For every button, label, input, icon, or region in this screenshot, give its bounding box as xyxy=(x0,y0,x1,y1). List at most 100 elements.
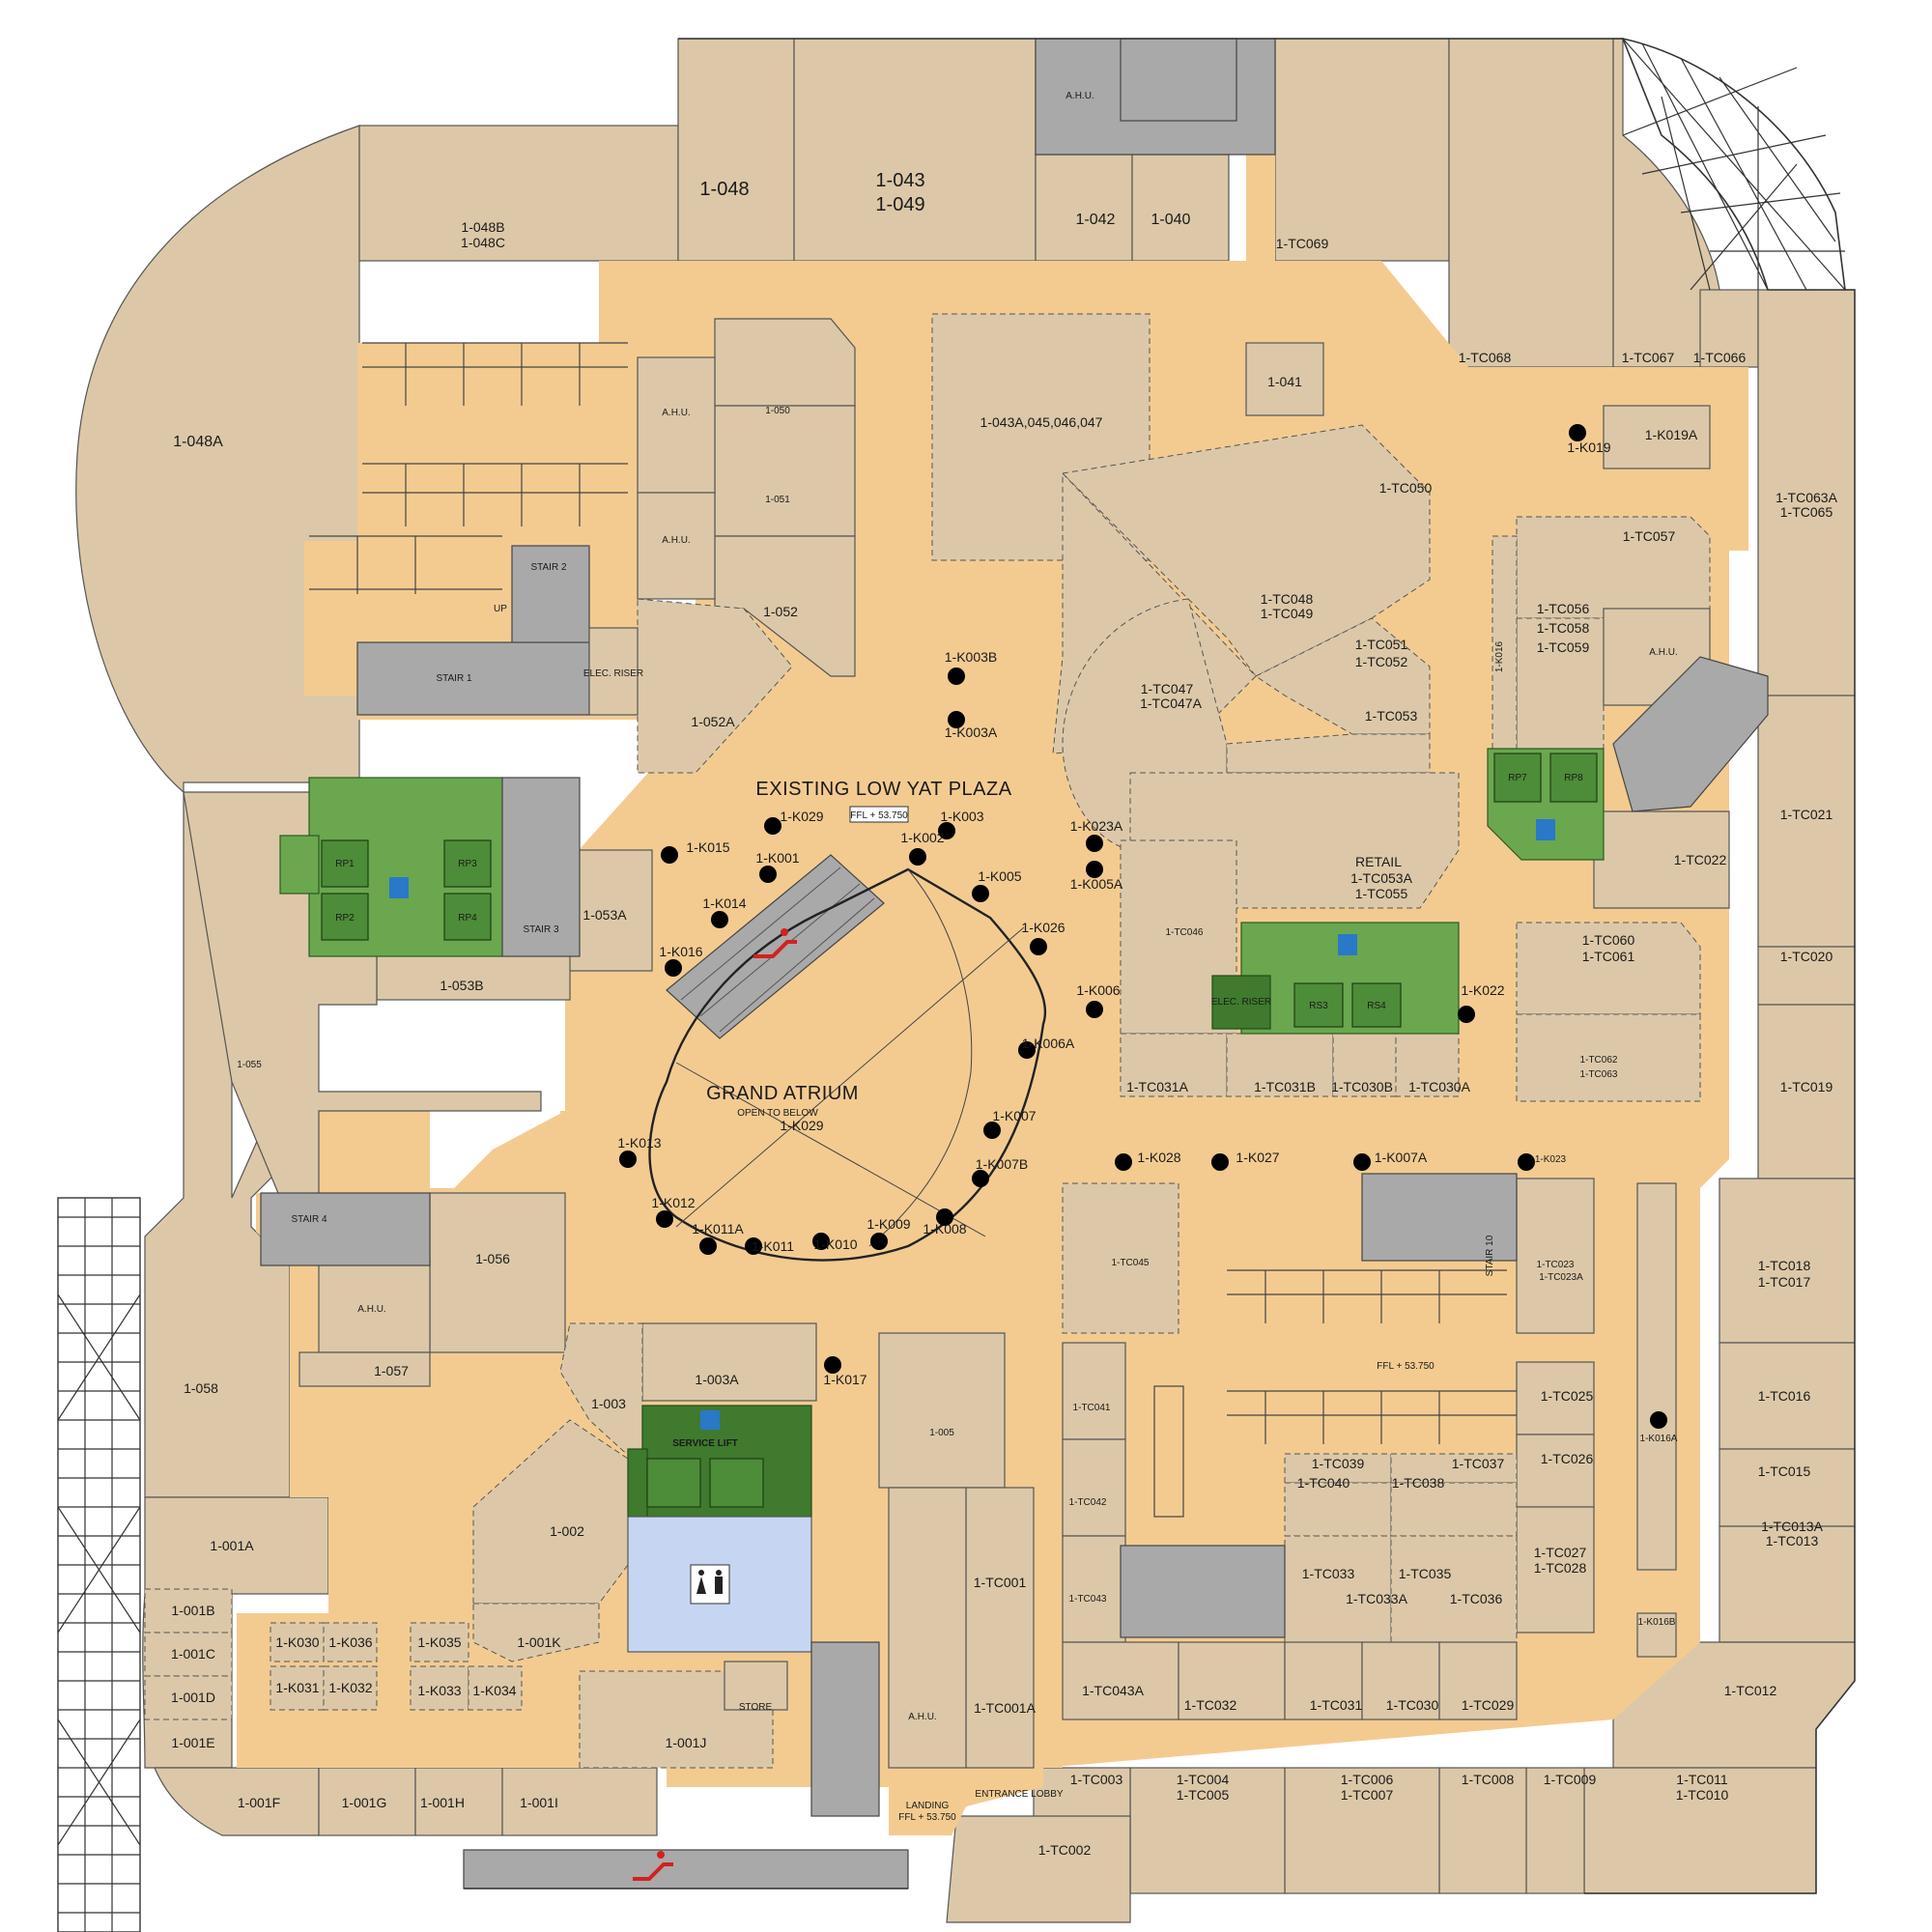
unit-1tc020-shape[interactable] xyxy=(1757,946,1856,1006)
unit-k031-shape[interactable] xyxy=(270,1665,325,1711)
unit-1tc063a-shape[interactable] xyxy=(1757,289,1856,696)
unit-ahu-s-shape[interactable] xyxy=(888,1487,967,1769)
unit-1tc033-shape[interactable] xyxy=(1284,1535,1392,1643)
unit-1tc022-shape[interactable] xyxy=(1593,810,1730,909)
unit-1tc021-shape[interactable] xyxy=(1757,695,1856,948)
unit-1tc001-shape[interactable] xyxy=(965,1487,1035,1769)
unit-1058-shape[interactable] xyxy=(144,791,300,1498)
unit-1052a-shape[interactable] xyxy=(637,598,793,774)
kiosk-dot-k003a[interactable] xyxy=(948,711,965,728)
kiosk-dot-k029top[interactable] xyxy=(764,817,781,835)
unit-1tc037-shape[interactable] xyxy=(1390,1453,1518,1484)
unit-1001d-shape[interactable] xyxy=(144,1675,233,1720)
unit-1048a-shape[interactable] xyxy=(75,125,360,794)
unit-1001i-shape[interactable] xyxy=(501,1767,658,1836)
unit-1005-shape[interactable] xyxy=(878,1332,1006,1489)
unit-1050-shape[interactable] xyxy=(714,318,856,407)
unit-1tc032-shape[interactable] xyxy=(1178,1641,1286,1720)
unit-ahu-w1-shape[interactable] xyxy=(637,356,716,494)
unit-1051-shape[interactable] xyxy=(714,405,856,537)
unit-1tc030b-shape[interactable] xyxy=(1332,1033,1397,1097)
kiosk-dot-k028[interactable] xyxy=(1115,1153,1132,1171)
kiosk-dot-k005[interactable] xyxy=(972,885,989,902)
kiosk-dot-k007b[interactable] xyxy=(972,1170,989,1187)
unit-1tc041-shape[interactable] xyxy=(1062,1342,1126,1440)
unit-1001g-shape[interactable] xyxy=(318,1767,416,1836)
kiosk-dot-k001[interactable] xyxy=(759,866,777,883)
unit-1tc026-shape[interactable] xyxy=(1516,1434,1595,1508)
unit-1tc056-shape[interactable] xyxy=(1516,617,1605,764)
unit-1tc031a-shape[interactable] xyxy=(1120,1033,1228,1097)
unit-k016b-shape[interactable] xyxy=(1636,1612,1677,1658)
unit-1tc066-shape[interactable] xyxy=(1699,289,1759,368)
unit-1tc002-shape[interactable] xyxy=(946,1815,1131,1923)
unit-1tc004-shape[interactable] xyxy=(1129,1767,1286,1894)
unit-1048b-shape[interactable] xyxy=(358,125,679,262)
unit-1048-shape[interactable] xyxy=(677,38,795,262)
kiosk-dot-k005a[interactable] xyxy=(1086,861,1103,878)
kiosk-dot-k019[interactable] xyxy=(1569,424,1586,441)
kiosk-dot-k003[interactable] xyxy=(938,822,955,839)
kiosk-dot-k010[interactable] xyxy=(812,1233,830,1250)
unit-1tc016-shape[interactable] xyxy=(1719,1342,1856,1450)
unit-1tc015-shape[interactable] xyxy=(1719,1448,1856,1527)
kiosk-dot-k011a[interactable] xyxy=(699,1237,717,1255)
unit-1tc011-shape[interactable] xyxy=(1583,1767,1817,1894)
unit-k016a-shape[interactable] xyxy=(1636,1182,1677,1571)
unit-1tc040-shape[interactable] xyxy=(1284,1482,1392,1537)
unit-ahu-sw-shape[interactable] xyxy=(318,1260,431,1353)
unit-1056-shape[interactable] xyxy=(429,1192,566,1353)
unit-1tc039-shape[interactable] xyxy=(1284,1453,1392,1484)
unit-k019a-shape[interactable] xyxy=(1603,405,1711,469)
unit-k036-shape[interactable] xyxy=(323,1622,378,1662)
unit-1tc069-shape[interactable] xyxy=(1274,38,1450,262)
unit-1tc013a-shape[interactable] xyxy=(1719,1525,1856,1643)
unit-1tc027-shape[interactable] xyxy=(1516,1506,1595,1634)
unit-k032-shape[interactable] xyxy=(323,1665,378,1711)
kiosk-dot-k008[interactable] xyxy=(936,1208,953,1226)
kiosk-dot-k022[interactable] xyxy=(1458,1006,1475,1023)
unit-1tc008-shape[interactable] xyxy=(1438,1767,1527,1894)
unit-1tc030a-shape[interactable] xyxy=(1395,1033,1460,1097)
kiosk-dot-k007[interactable] xyxy=(983,1122,1001,1139)
kiosk-dot-k012[interactable] xyxy=(656,1210,673,1228)
unit-k033-shape[interactable] xyxy=(410,1665,469,1711)
unit-1042-shape[interactable] xyxy=(1035,154,1133,262)
unit-k034-shape[interactable] xyxy=(468,1665,523,1711)
kiosk-dot-k002[interactable] xyxy=(909,848,926,866)
unit-1tc062-shape[interactable] xyxy=(1516,1013,1701,1102)
unit-1tc043a-shape[interactable] xyxy=(1062,1641,1179,1720)
unit-1tc029-shape[interactable] xyxy=(1438,1641,1518,1720)
kiosk-dot-k027[interactable] xyxy=(1211,1153,1229,1171)
kiosk-dot-k013[interactable] xyxy=(619,1151,637,1168)
unit-1tc042-shape[interactable] xyxy=(1062,1438,1126,1537)
unit-1003a-shape[interactable] xyxy=(641,1322,817,1402)
kiosk-dot-k016a[interactable] xyxy=(1650,1411,1667,1429)
unit-1041-shape[interactable] xyxy=(1245,342,1324,416)
unit-1tc068-shape[interactable] xyxy=(1448,38,1614,368)
unit-store-shape[interactable] xyxy=(724,1661,788,1711)
unit-1043-shape[interactable] xyxy=(793,38,1037,262)
kiosk-dot-k006a[interactable] xyxy=(1018,1041,1036,1059)
unit-1tc043-shape[interactable] xyxy=(1062,1535,1126,1643)
unit-k035-shape[interactable] xyxy=(410,1622,469,1662)
unit-1tc053-shape[interactable] xyxy=(1226,733,1431,774)
kiosk-dot-k016[interactable] xyxy=(665,959,682,977)
unit-k016v-shape[interactable] xyxy=(1492,535,1518,750)
kiosk-dot-k009[interactable] xyxy=(870,1233,888,1250)
unit-1tc050-shape[interactable] xyxy=(1061,424,1431,677)
unit-ahu-w2-shape[interactable] xyxy=(637,492,716,600)
unit-1tc045-shape[interactable] xyxy=(1062,1182,1179,1334)
kiosk-dot-k017[interactable] xyxy=(824,1356,841,1374)
unit-1tc060-shape[interactable] xyxy=(1516,922,1701,1015)
unit-1tc023-shape[interactable] xyxy=(1516,1178,1595,1334)
kiosk-dot-k015[interactable] xyxy=(661,846,678,864)
unit-k030-shape[interactable] xyxy=(270,1622,325,1662)
unit-1055-shape[interactable] xyxy=(183,791,542,1199)
kiosk-dot-k023a[interactable] xyxy=(1086,835,1103,852)
kiosk-dot-k003b[interactable] xyxy=(948,668,965,685)
kiosk-dot-k007a[interactable] xyxy=(1353,1153,1371,1171)
unit-1tc006-shape[interactable] xyxy=(1284,1767,1440,1894)
unit-1057-shape[interactable] xyxy=(298,1351,431,1387)
kiosk-dot-k026[interactable] xyxy=(1030,938,1047,955)
